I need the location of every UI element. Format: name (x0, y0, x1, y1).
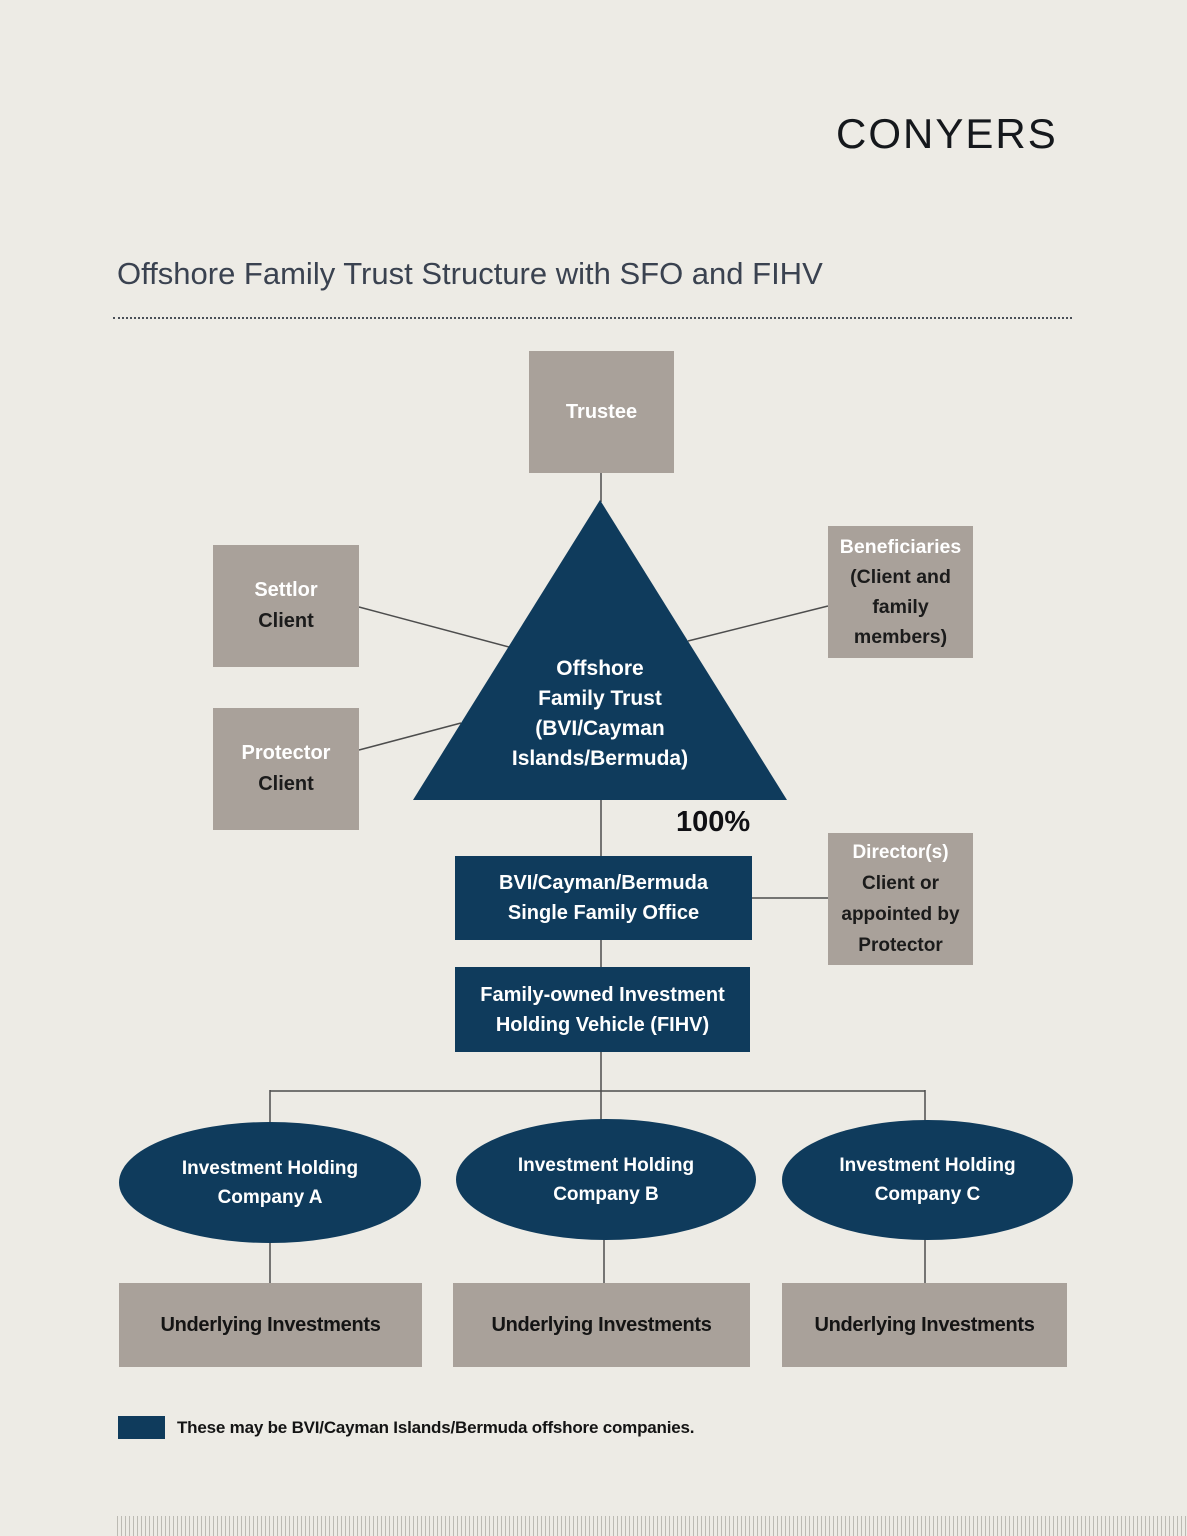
node-label: Trustee (565, 400, 638, 423)
connector-line (687, 605, 829, 642)
page-title: Offshore Family Trust Structure with SFO… (117, 256, 823, 291)
node-label: appointed by (841, 904, 960, 925)
node-fihv: Family-owned Investment Holding Vehicle … (455, 967, 750, 1052)
node-label: Investment Holding (181, 1157, 359, 1179)
node-label: Investment Holding (839, 1155, 1016, 1176)
node-label: family (872, 596, 929, 618)
node-directors: Director(s) Client or appointed by Prote… (828, 833, 973, 965)
node-underlying-investments-a: Underlying Investments (119, 1283, 422, 1367)
node-label: Single Family Office (507, 902, 700, 924)
node-single-family-office: BVI/Cayman/Bermuda Single Family Office (455, 856, 752, 940)
node-label: Holding Vehicle (FIHV) (495, 1013, 710, 1036)
node-label: Investment Holding (517, 1154, 695, 1176)
node-label: Beneficiaries (839, 536, 962, 558)
node-label: Family Trust (538, 687, 662, 710)
node-label: (BVI/Cayman (535, 717, 665, 740)
node-underlying-investments-b: Underlying Investments (453, 1283, 750, 1367)
node-label: Offshore (556, 657, 644, 680)
node-label: BVI/Cayman/Bermuda (499, 872, 708, 894)
barcode-texture (117, 1516, 1187, 1536)
connector-line (358, 606, 510, 648)
node-offshore-family-trust-triangle: Offshore Family Trust (BVI/Cayman Island… (413, 500, 787, 800)
node-label: Client (258, 610, 314, 632)
dotted-divider (113, 317, 1072, 319)
node-trustee: Trustee (529, 351, 674, 473)
node-label: Company C (874, 1184, 981, 1205)
node-beneficiaries: Beneficiaries (Client and family members… (828, 526, 973, 658)
node-label: Company A (217, 1186, 323, 1208)
node-underlying-investments-c: Underlying Investments (782, 1283, 1067, 1367)
triangle-label: Offshore Family Trust (BVI/Cayman Island… (413, 654, 787, 774)
node-label: Client or (861, 873, 940, 894)
node-label: Company B (553, 1183, 659, 1205)
node-label: Family-owned Investment (480, 983, 725, 1006)
node-protector: Protector Client (213, 708, 359, 830)
node-label: Client (258, 773, 314, 795)
legend-text: These may be BVI/Cayman Islands/Bermuda … (177, 1417, 695, 1437)
node-label: Protector (241, 742, 331, 764)
node-label: Protector (858, 935, 943, 956)
conyers-logo: CONYERS (836, 110, 1058, 157)
node-investment-holding-company-b: Investment Holding Company B (456, 1119, 756, 1240)
node-label: Islands/Bermuda) (511, 747, 689, 770)
node-investment-holding-company-c: Investment Holding Company C (782, 1120, 1073, 1240)
node-label: (Client and (850, 566, 951, 588)
node-label: members) (853, 626, 948, 648)
node-label: Settlor (254, 579, 318, 601)
connector-line (358, 722, 462, 751)
legend-color-swatch (118, 1416, 165, 1439)
node-settlor: Settlor Client (213, 545, 359, 667)
ownership-percentage-label: 100% (676, 806, 751, 838)
node-label: Director(s) (852, 842, 949, 863)
legend: These may be BVI/Cayman Islands/Bermuda … (118, 1416, 694, 1439)
node-investment-holding-company-a: Investment Holding Company A (119, 1122, 421, 1243)
